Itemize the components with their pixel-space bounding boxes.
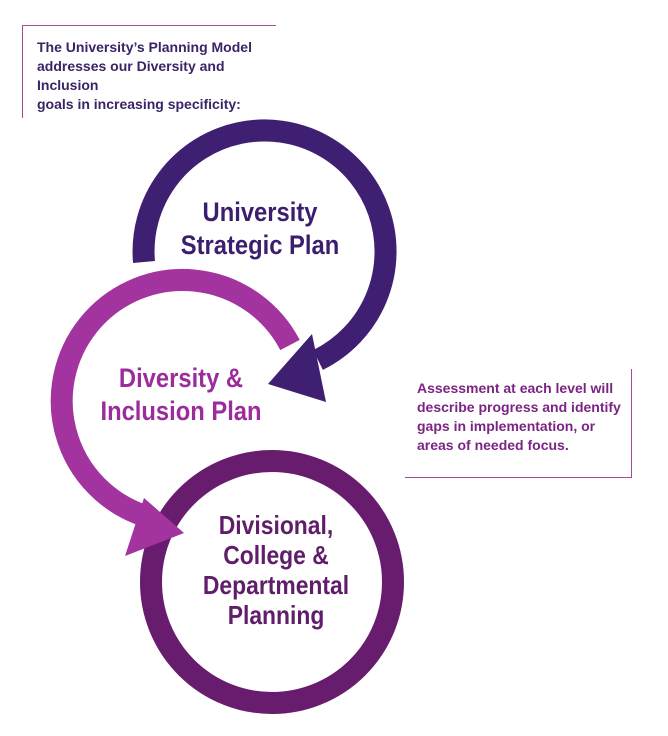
dip-line-2: Inclusion Plan bbox=[100, 396, 262, 426]
divisional-planning-ring bbox=[140, 450, 404, 714]
dip-line-1: Diversity & bbox=[118, 363, 244, 393]
dcd-line-3: Departmental bbox=[202, 570, 350, 600]
intro-line-1: The University’s Planning Model bbox=[37, 39, 252, 55]
intro-text: The University’s Planning Model addresse… bbox=[37, 38, 287, 114]
assessment-line-4: areas of needed focus. bbox=[417, 437, 569, 453]
usp-line-1: University bbox=[202, 197, 318, 227]
diversity-plan-arrowhead bbox=[125, 498, 184, 556]
diversity-inclusion-plan-label: Diversity & Inclusion Plan bbox=[97, 362, 264, 428]
diversity-plan-arc bbox=[50, 269, 300, 529]
assessment-line-3: gaps in implementation, or bbox=[417, 418, 596, 434]
university-plan-arrowhead bbox=[268, 334, 326, 402]
intro-callout: The University’s Planning Model addresse… bbox=[22, 25, 276, 118]
usp-line-2: Strategic Plan bbox=[180, 230, 340, 260]
divisional-planning-label: Divisional, College & Departmental Plann… bbox=[177, 510, 374, 630]
dcd-line-2: College & bbox=[223, 540, 329, 570]
dcd-line-4: Planning bbox=[227, 600, 325, 630]
assessment-line-1: Assessment at each level will bbox=[417, 380, 614, 396]
assessment-text: Assessment at each level will describe p… bbox=[417, 379, 632, 455]
intro-line-2: addresses our Diversity and Inclusion bbox=[37, 58, 225, 93]
intro-line-3: goals in increasing specificity: bbox=[37, 96, 241, 112]
dcd-line-1: Divisional, bbox=[218, 510, 334, 540]
assessment-callout: Assessment at each level will describe p… bbox=[405, 369, 632, 478]
university-plan-arc bbox=[132, 119, 397, 370]
university-strategic-plan-label: University Strategic Plan bbox=[172, 196, 348, 262]
assessment-line-2: describe progress and identify bbox=[417, 399, 621, 415]
